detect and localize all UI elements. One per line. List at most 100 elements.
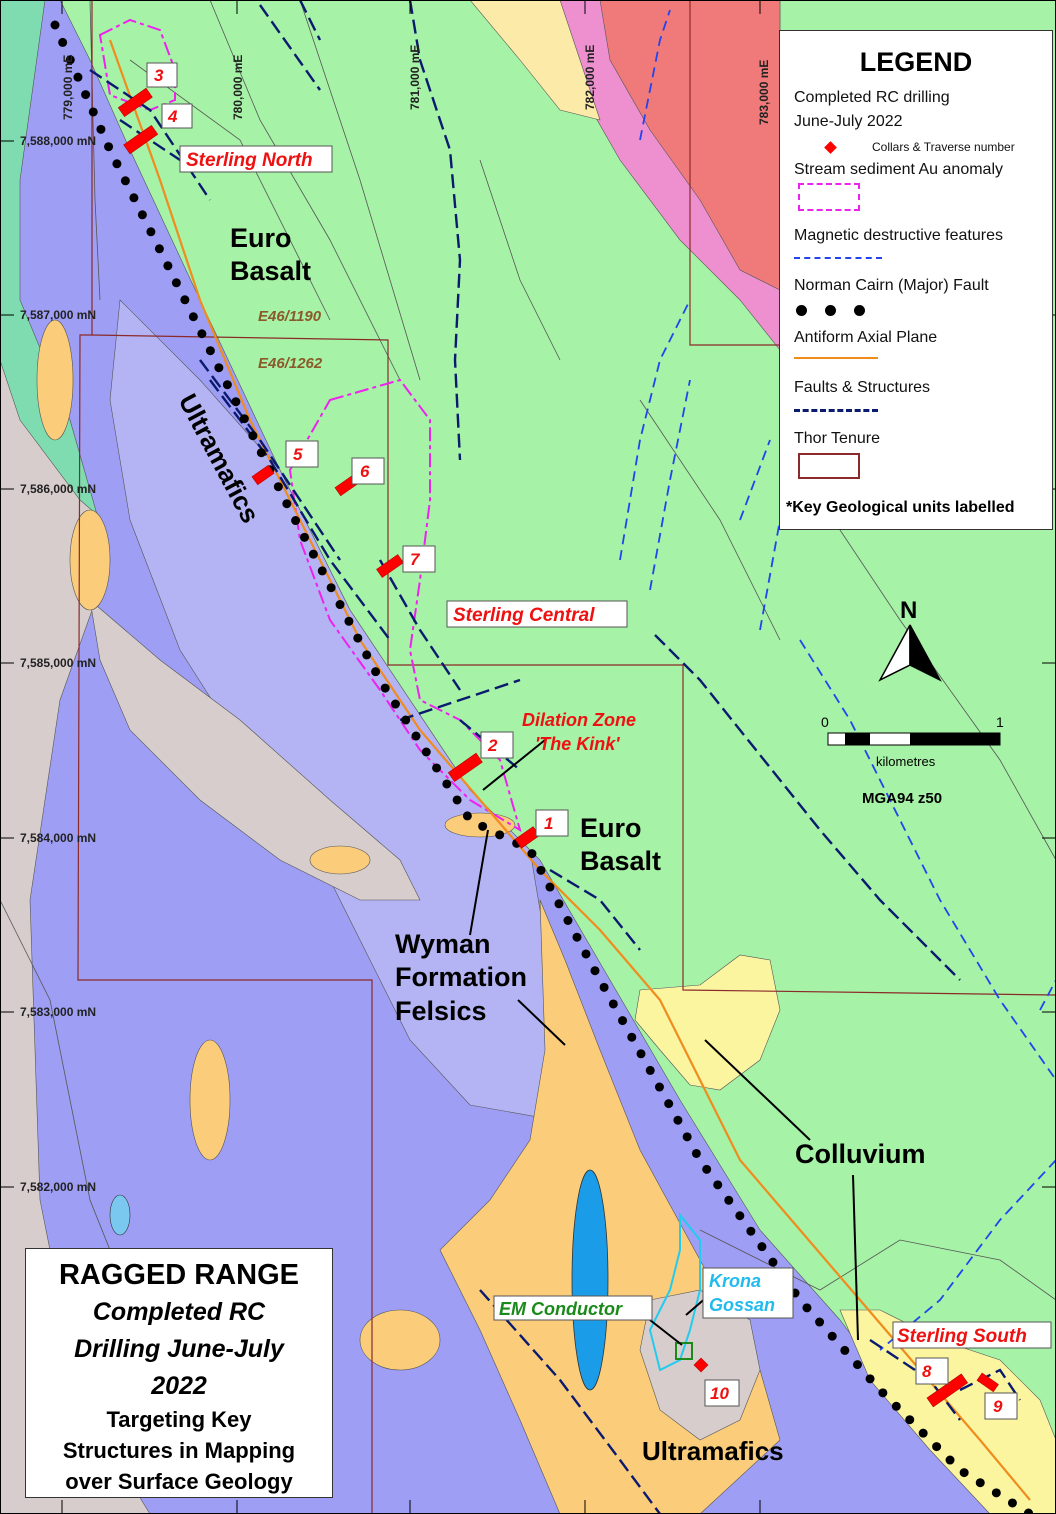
legend-tenure: Thor Tenure — [794, 430, 880, 447]
fault-dot — [317, 566, 327, 576]
sterling-north-box — [179, 145, 333, 173]
fault-dot — [891, 1401, 901, 1411]
tenure-swatch-icon — [798, 453, 860, 479]
traverse-number-box — [915, 1357, 949, 1385]
northing-label: 7,582,000 mN — [20, 1180, 96, 1194]
tenement-label: E46/1262 — [258, 355, 323, 372]
legend: LEGEND Completed RC drilling June-July 2… — [779, 30, 1053, 530]
traverse-number-box — [402, 545, 436, 573]
unit-label-wyman: Felsics — [395, 996, 487, 1026]
fault-dot — [563, 916, 573, 926]
traverse-number: 8 — [922, 1362, 932, 1381]
fault-dot — [256, 448, 266, 458]
traverse-bar-2 — [447, 752, 483, 783]
title-sub-1: Completed RC — [92, 1298, 266, 1326]
scale-datum: MGA94 z50 — [862, 790, 942, 807]
fault-dot — [432, 763, 442, 773]
sterling-south-box — [892, 1321, 1052, 1349]
place-label-sterling-north: Sterling North — [186, 150, 313, 171]
fault-dot — [654, 1082, 664, 1092]
place-label-gossan: Gossan — [709, 1295, 775, 1315]
fault-dot — [495, 830, 505, 840]
place-label-em-conductor: EM Conductor — [499, 1299, 623, 1319]
fault-dot — [462, 811, 472, 821]
fault-dot — [735, 1211, 745, 1221]
place-label-kink: 'The Kink' — [535, 734, 620, 754]
title-main: RAGGED RANGE — [58, 1259, 300, 1291]
fault-dot — [581, 949, 591, 959]
fault-dot — [452, 795, 462, 805]
norman-cairn-fault — [50, 20, 1034, 1514]
traverse-number: 5 — [293, 445, 303, 464]
northing-label: 7,587,000 mN — [20, 308, 96, 322]
antiform-swatch-icon — [794, 357, 878, 359]
fault-dot — [390, 699, 400, 709]
unit-felsic-pod — [359, 1309, 441, 1371]
fault-dot — [73, 72, 83, 82]
traverse-bar-7 — [376, 554, 404, 578]
fault-dot — [746, 1226, 756, 1236]
fault-dot — [50, 20, 60, 30]
place-label-dilation: Dilation Zone — [522, 710, 636, 730]
fault-dot — [380, 683, 390, 693]
traverse-number-box — [480, 731, 514, 759]
traverse-number-box — [535, 809, 569, 837]
fault-dot — [401, 715, 411, 725]
unit-felsic-pod — [189, 1039, 231, 1161]
fault-dot — [975, 1478, 985, 1488]
fault-dot — [231, 397, 241, 407]
unit-label-colluvium: Colluvium — [795, 1139, 926, 1169]
faults-structures — [89, 0, 1021, 1514]
fault-dot — [188, 312, 198, 322]
northing-label: 7,586,000 mN — [20, 482, 96, 496]
legend-title: LEGEND — [859, 47, 973, 77]
title-desc-3: over Surface Geology — [65, 1469, 293, 1494]
traverse-number-box — [351, 457, 385, 485]
fault-dot — [702, 1164, 712, 1174]
fault-dot — [713, 1180, 723, 1190]
fault-dot — [335, 600, 345, 610]
fault-dot — [120, 176, 130, 186]
unit-felsic-pod — [69, 509, 111, 611]
fault-dot — [959, 1468, 969, 1478]
fault-dot — [104, 142, 114, 152]
fault-dot — [88, 107, 98, 117]
place-label-sterling-central: Sterling Central — [453, 605, 595, 626]
fault-dot — [636, 1049, 646, 1059]
fault-dot — [411, 731, 421, 741]
fault-dot — [802, 1303, 812, 1313]
fault-dot — [673, 1115, 683, 1125]
traverse-number-box — [146, 62, 178, 88]
traverse-bar-3 — [117, 87, 153, 118]
unit-label-euro-basalt: Euro — [580, 813, 642, 843]
fault-dot — [865, 1374, 875, 1384]
traverse-number: 4 — [167, 107, 178, 126]
northing-label: 7,583,000 mN — [20, 1005, 96, 1019]
fault-dot — [137, 210, 147, 220]
fault-dot — [273, 482, 283, 492]
title-sub-2: Drilling June-July — [74, 1335, 284, 1363]
fault-dot — [608, 999, 618, 1009]
fault-dot — [645, 1065, 655, 1075]
easting-label: 782,000 mE — [583, 45, 597, 110]
fault-dot — [691, 1148, 701, 1158]
fault-dot — [154, 244, 164, 254]
fault-dot — [757, 1242, 767, 1252]
fault-dot — [527, 849, 537, 859]
fault-dot — [299, 532, 309, 542]
traverse-bar-5 — [251, 464, 275, 486]
fault-dot — [96, 124, 106, 134]
fault-dot — [146, 227, 156, 237]
fault-dot — [1007, 1498, 1017, 1508]
fault-dot — [478, 821, 488, 831]
unit-label-euro-basalt: Basalt — [580, 846, 661, 876]
title-desc-1: Targeting Key — [106, 1407, 252, 1432]
anomaly-swatch-icon — [798, 183, 860, 211]
traverse-number: 6 — [360, 462, 370, 481]
legend-collars: Collars & Traverse number — [872, 140, 1015, 154]
fault-dot — [536, 865, 546, 875]
fault-dot — [554, 899, 564, 909]
traverse-number: 7 — [410, 550, 421, 569]
unit-label-ultramafics: Ultramafics — [642, 1436, 784, 1466]
